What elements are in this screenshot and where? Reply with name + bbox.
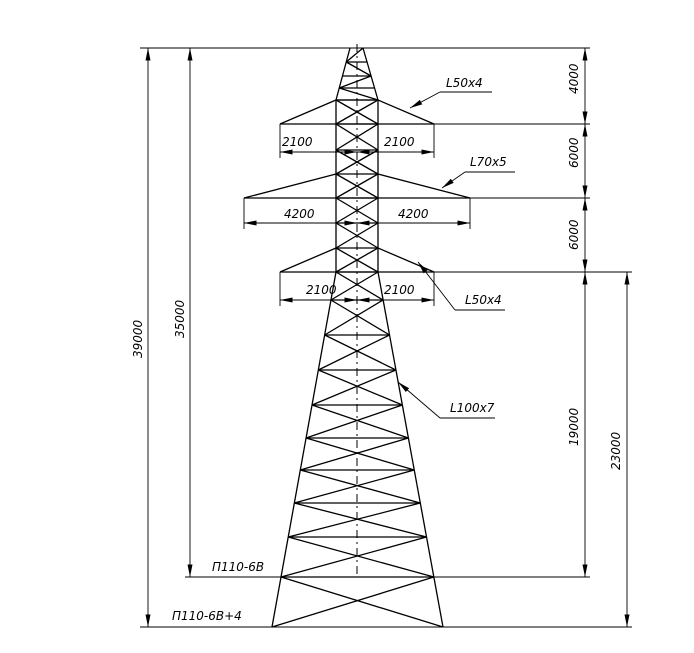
dim-low-arm-left: 2100 [306, 283, 337, 297]
leg-brace [288, 536, 435, 578]
dim-top-arm-left: 2100 [282, 135, 313, 149]
crossarm-upper [377, 247, 435, 273]
leg-brace [311, 404, 409, 439]
leg-brace [305, 437, 415, 471]
tower-peak-left [335, 47, 351, 101]
callout-mid-arm: L70x5 [470, 155, 507, 169]
dimension-lines [140, 47, 632, 628]
leg-brace [280, 536, 427, 578]
body-brace [335, 222, 379, 249]
leg-brace [330, 271, 379, 301]
dim-right-third: 6000 [567, 219, 581, 250]
leg-brace [294, 502, 427, 538]
leg-brace [294, 469, 415, 504]
dim-left-total: 39000 [131, 319, 145, 358]
dim-top-arm-right: 2100 [384, 135, 415, 149]
leader-arrow [441, 171, 466, 189]
leg-brace [324, 334, 397, 371]
dim-mid-arm-right: 4200 [398, 207, 429, 221]
crossarm-upper [243, 173, 337, 199]
callout-low-arm: L50x4 [465, 293, 502, 307]
peak-brace [339, 87, 379, 101]
leader-arrow [409, 91, 441, 109]
peak-brace [339, 75, 372, 89]
leader-arrow [397, 381, 441, 419]
peak-brace [345, 61, 372, 77]
leg-brace [311, 369, 397, 406]
leg-brace [335, 271, 384, 301]
dim-right-total: 23000 [609, 431, 623, 470]
tower-peak-right [362, 47, 379, 101]
dim-low-arm-right: 2100 [384, 283, 415, 297]
callout-top-arm: L50x4 [446, 76, 483, 90]
crossarm-upper [377, 99, 435, 125]
dim-right-body: 19000 [567, 407, 581, 446]
crossarm-upper [377, 173, 471, 199]
tower-structure [243, 44, 471, 628]
leg-right [377, 271, 444, 628]
leg-brace [318, 334, 390, 371]
level-extended-label: П110-6В+4 [172, 609, 242, 623]
leg-brace [324, 299, 384, 336]
crossarm-upper [279, 99, 337, 125]
peak-brace [345, 47, 364, 63]
dim-right-top: 4000 [567, 63, 581, 94]
level-base-label: П110-6В [212, 560, 264, 574]
leg-brace [288, 502, 421, 538]
leg-brace [318, 369, 403, 406]
leg-brace [271, 576, 435, 628]
dim-left-inner: 35000 [173, 299, 187, 338]
dim-right-second: 6000 [567, 137, 581, 168]
leg-brace [305, 404, 403, 439]
dim-mid-arm-left: 4200 [284, 207, 315, 221]
leg-brace [300, 469, 421, 504]
body-brace [335, 173, 379, 199]
leg-left [271, 271, 337, 628]
callout-leg: L100x7 [450, 401, 495, 415]
leg-brace [280, 576, 444, 628]
leg-brace [330, 299, 390, 336]
leg-brace [300, 437, 409, 471]
crossarm-upper [279, 247, 337, 273]
leader-arrow [417, 261, 456, 311]
